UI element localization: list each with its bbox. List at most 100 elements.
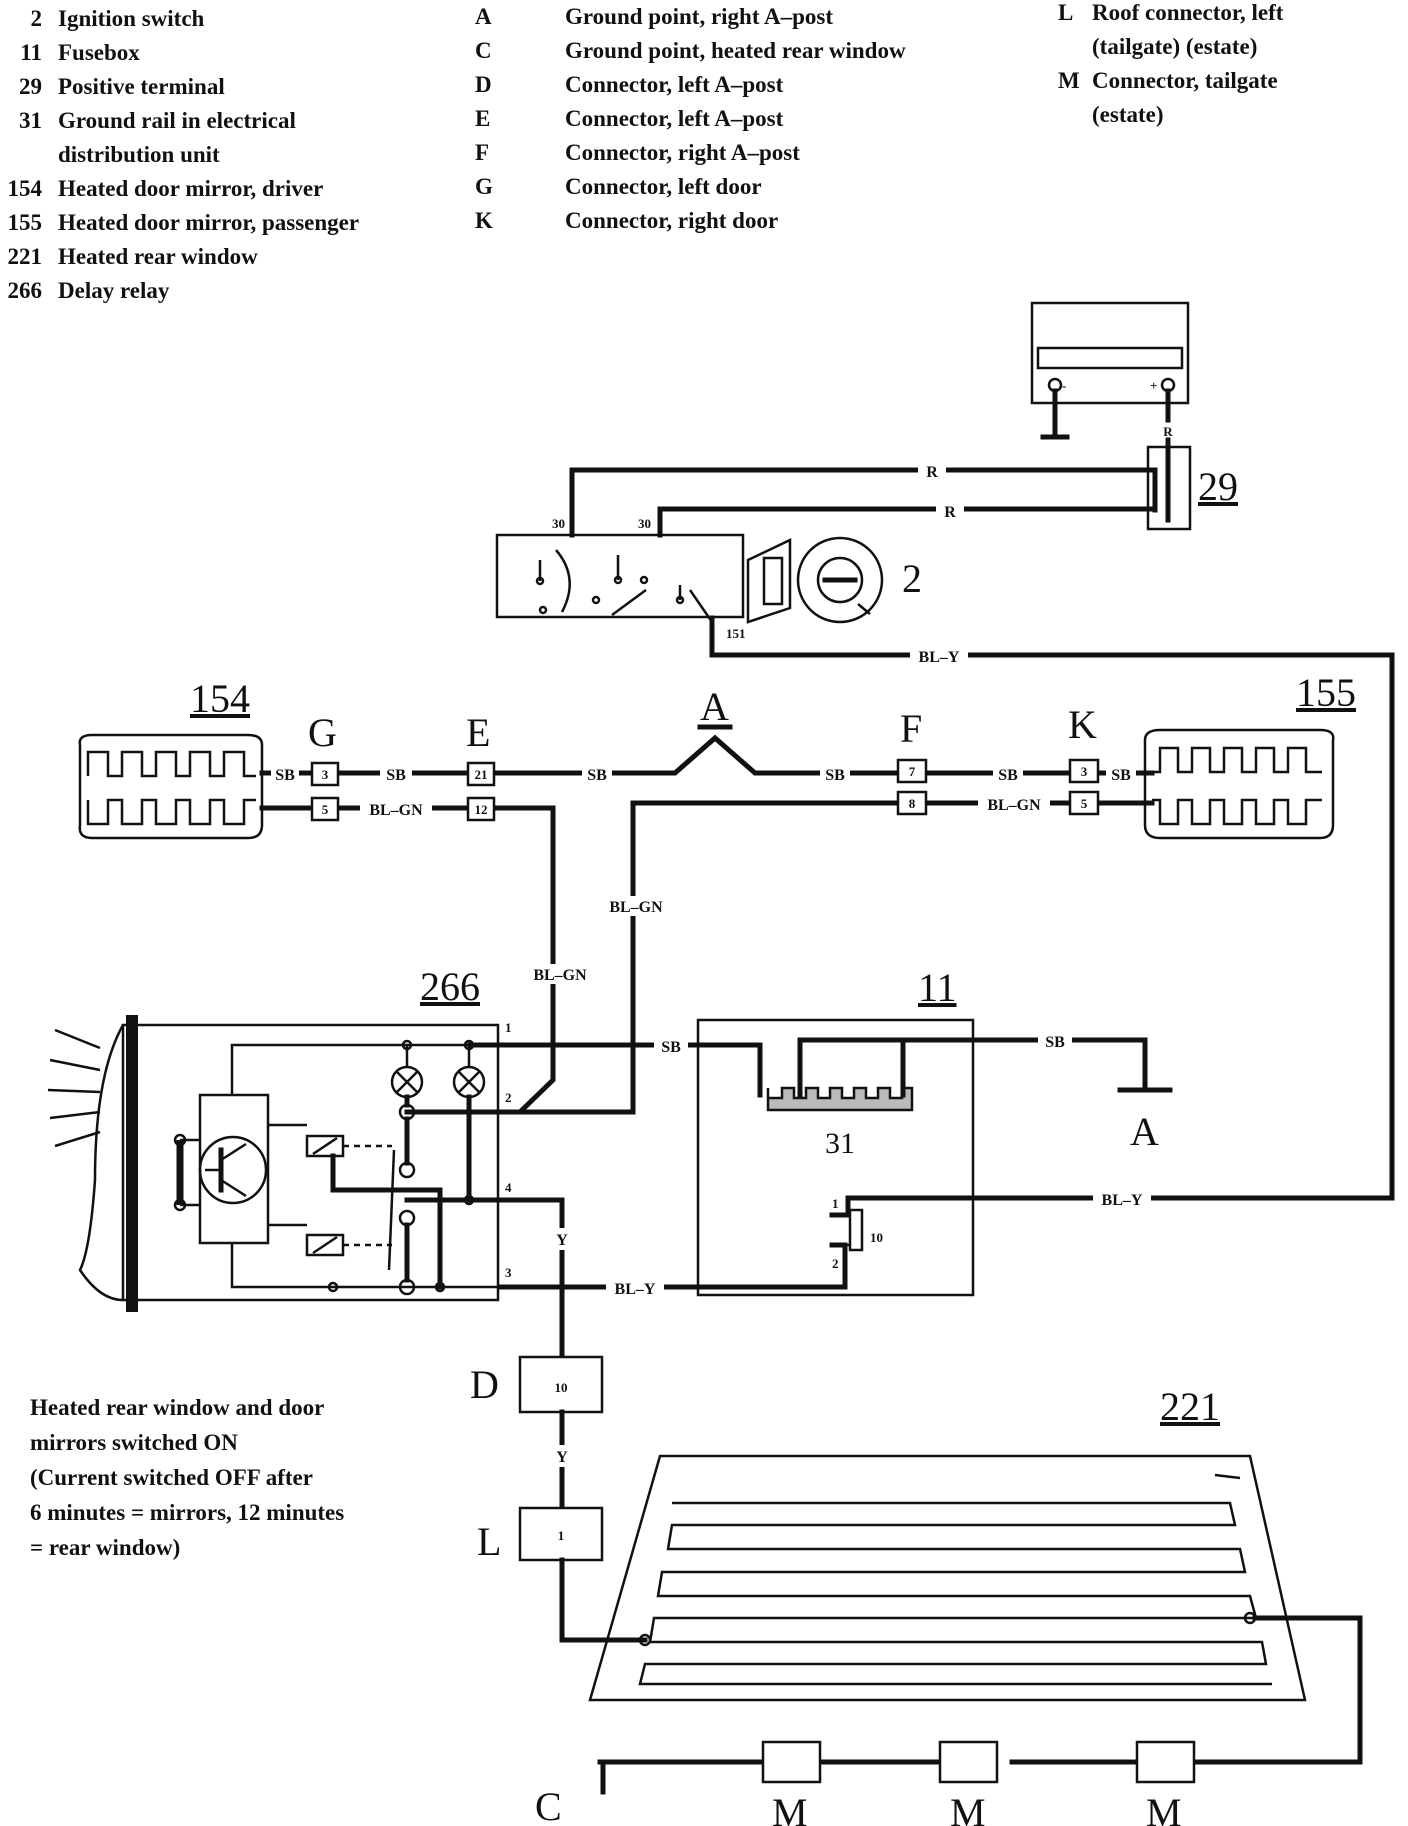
wire-bl-y-11: [497, 1242, 848, 1290]
wire-label-y: Y: [556, 1232, 568, 1249]
positive-terminal: [1146, 437, 1192, 531]
fusebox: [696, 1018, 975, 1297]
wire-label-r: R: [926, 464, 938, 481]
wire-r-2: [657, 506, 1158, 538]
note-line: Heated rear window and door: [30, 1395, 325, 1420]
connector-g: 3 5: [310, 761, 340, 822]
wire-label-bl-y: BL–Y: [1102, 1192, 1143, 1209]
connector-m1-label: M: [772, 1790, 808, 1826]
legend-row: (estate): [1092, 102, 1164, 127]
heated-mirror-driver: [78, 733, 264, 840]
connector-c-label: C: [535, 1784, 562, 1826]
svg-text:8: 8: [909, 796, 916, 811]
wire-label-sb: SB: [661, 1039, 681, 1056]
connector-m: [938, 1740, 999, 1784]
connector-d: [518, 1355, 604, 1414]
svg-text:5: 5: [1081, 796, 1088, 811]
pin-30: 30: [638, 516, 651, 531]
note-line: (Current switched OFF after: [30, 1465, 313, 1490]
connector-d-label: D: [470, 1362, 499, 1407]
svg-text:3: 3: [1081, 764, 1088, 779]
component-154: 154: [190, 676, 250, 721]
connector-f-label: F: [900, 706, 922, 751]
wire-label-sb: SB: [825, 767, 845, 784]
relay-pin-4: 4: [505, 1180, 512, 1195]
fuse-pin-2: 2: [832, 1256, 839, 1271]
svg-text:12: 12: [475, 802, 488, 817]
connector-l-pin: 1: [558, 1528, 565, 1543]
wire-sb-main: [491, 734, 901, 776]
wire-label-y: Y: [556, 1449, 568, 1466]
wire-bl-gn-2: [497, 800, 901, 1115]
component-2: 2: [902, 556, 922, 601]
wire-label-r: R: [944, 504, 956, 521]
relay-pin-1: 1: [505, 1020, 512, 1035]
connector-l-label: L: [477, 1519, 501, 1564]
connector-a-top: A: [700, 684, 729, 729]
connector-m: [761, 1740, 822, 1784]
connector-f: 7 8: [896, 758, 928, 816]
pin-30: 30: [552, 516, 565, 531]
heated-mirror-passenger: [1143, 728, 1335, 840]
ignition-switch: [495, 533, 884, 624]
connector-a-right: A: [1130, 1109, 1159, 1154]
connector-m2-label: M: [950, 1790, 986, 1826]
component-31: 31: [825, 1127, 855, 1160]
wire-label-sb: SB: [275, 767, 295, 784]
connector-e-label: E: [466, 710, 490, 755]
wire-y-1: [497, 1197, 565, 1360]
connector-d-pin: 10: [555, 1380, 568, 1395]
connector-k: 3 5: [1068, 758, 1100, 816]
note-line: mirrors switched ON: [30, 1430, 238, 1455]
wire-label-sb: SB: [587, 767, 607, 784]
pin-151: 151: [726, 626, 746, 641]
component-11: 11: [918, 965, 957, 1010]
legend-row: (tailgate) (estate): [1092, 34, 1258, 59]
svg-text:7: 7: [909, 764, 916, 779]
wire-label-bl-y: BL–Y: [919, 649, 960, 666]
connector-k-label: K: [1068, 702, 1097, 747]
svg-text:21: 21: [475, 767, 488, 782]
connector-m3-label: M: [1146, 1790, 1182, 1826]
fuse-10: 10: [870, 1230, 883, 1245]
component-155: 155: [1296, 670, 1356, 715]
relay-pin-2: 2: [505, 1090, 512, 1105]
wire-label-bl-gn: BL–GN: [369, 802, 423, 819]
legend-row: distribution unit: [58, 142, 220, 167]
circuit-note: Heated rear window and door mirrors swit…: [30, 1390, 430, 1565]
wire-label-bl-y: BL–Y: [615, 1281, 656, 1298]
heated-rear-window: [588, 1454, 1307, 1702]
wire-r-1: [569, 467, 1158, 538]
connector-g-label: G: [308, 710, 337, 755]
relay-pin-3: 3: [505, 1265, 512, 1280]
wire-label-bl-gn: BL–GN: [533, 967, 587, 984]
wire-label-sb: SB: [1111, 767, 1131, 784]
component-29: 29: [1198, 464, 1238, 509]
battery-icon: - +: [1030, 301, 1190, 440]
delay-relay: [47, 1015, 503, 1312]
connector-e: 21 12: [466, 761, 496, 822]
svg-text:5: 5: [322, 802, 329, 817]
wire-label-sb: SB: [998, 767, 1018, 784]
wire-label-bl-gn: BL–GN: [987, 797, 1041, 814]
wire-label-sb: SB: [386, 767, 406, 784]
component-266: 266: [420, 964, 480, 1009]
